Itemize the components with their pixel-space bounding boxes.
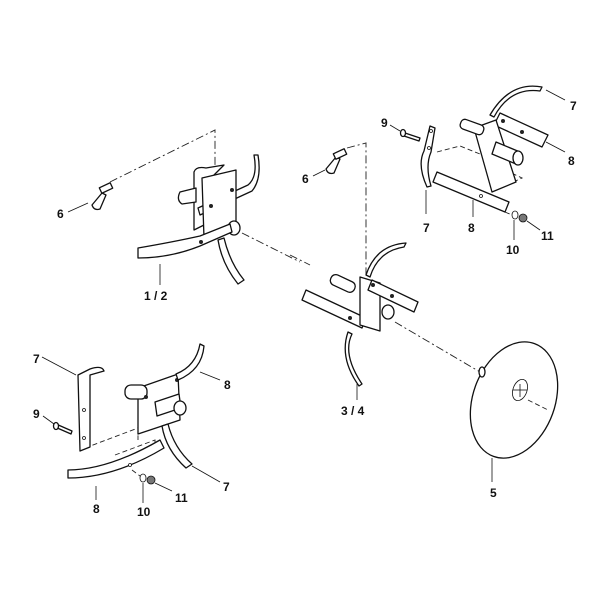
callout-9: 9 [33, 407, 40, 421]
callout-3-4: 3 / 4 [341, 404, 365, 418]
tine-assembly-3-4 [289, 142, 481, 400]
callout-1-2: 1 / 2 [144, 289, 168, 303]
callout-11: 11 [175, 491, 188, 505]
callout-7: 7 [223, 480, 230, 494]
tine-assembly-upper-right [389, 85, 566, 240]
callout-7: 7 [570, 99, 577, 113]
callout-11: 11 [541, 229, 554, 243]
callout-10: 10 [137, 505, 151, 519]
callout-6: 6 [302, 172, 309, 186]
callout-5: 5 [490, 486, 497, 500]
tine-assembly-lower-left [41, 343, 221, 503]
side-disc-5 [469, 341, 559, 482]
callout-9: 9 [381, 116, 388, 130]
callout-8: 8 [93, 502, 100, 516]
callout-6: 6 [57, 207, 64, 221]
callout-8: 8 [224, 378, 231, 392]
callout-10: 10 [506, 243, 520, 257]
callout-8: 8 [468, 221, 475, 235]
tine-assembly-1-2 [67, 129, 301, 285]
callout-7: 7 [33, 352, 40, 366]
callout-8: 8 [568, 154, 575, 168]
callout-7: 7 [423, 221, 430, 235]
